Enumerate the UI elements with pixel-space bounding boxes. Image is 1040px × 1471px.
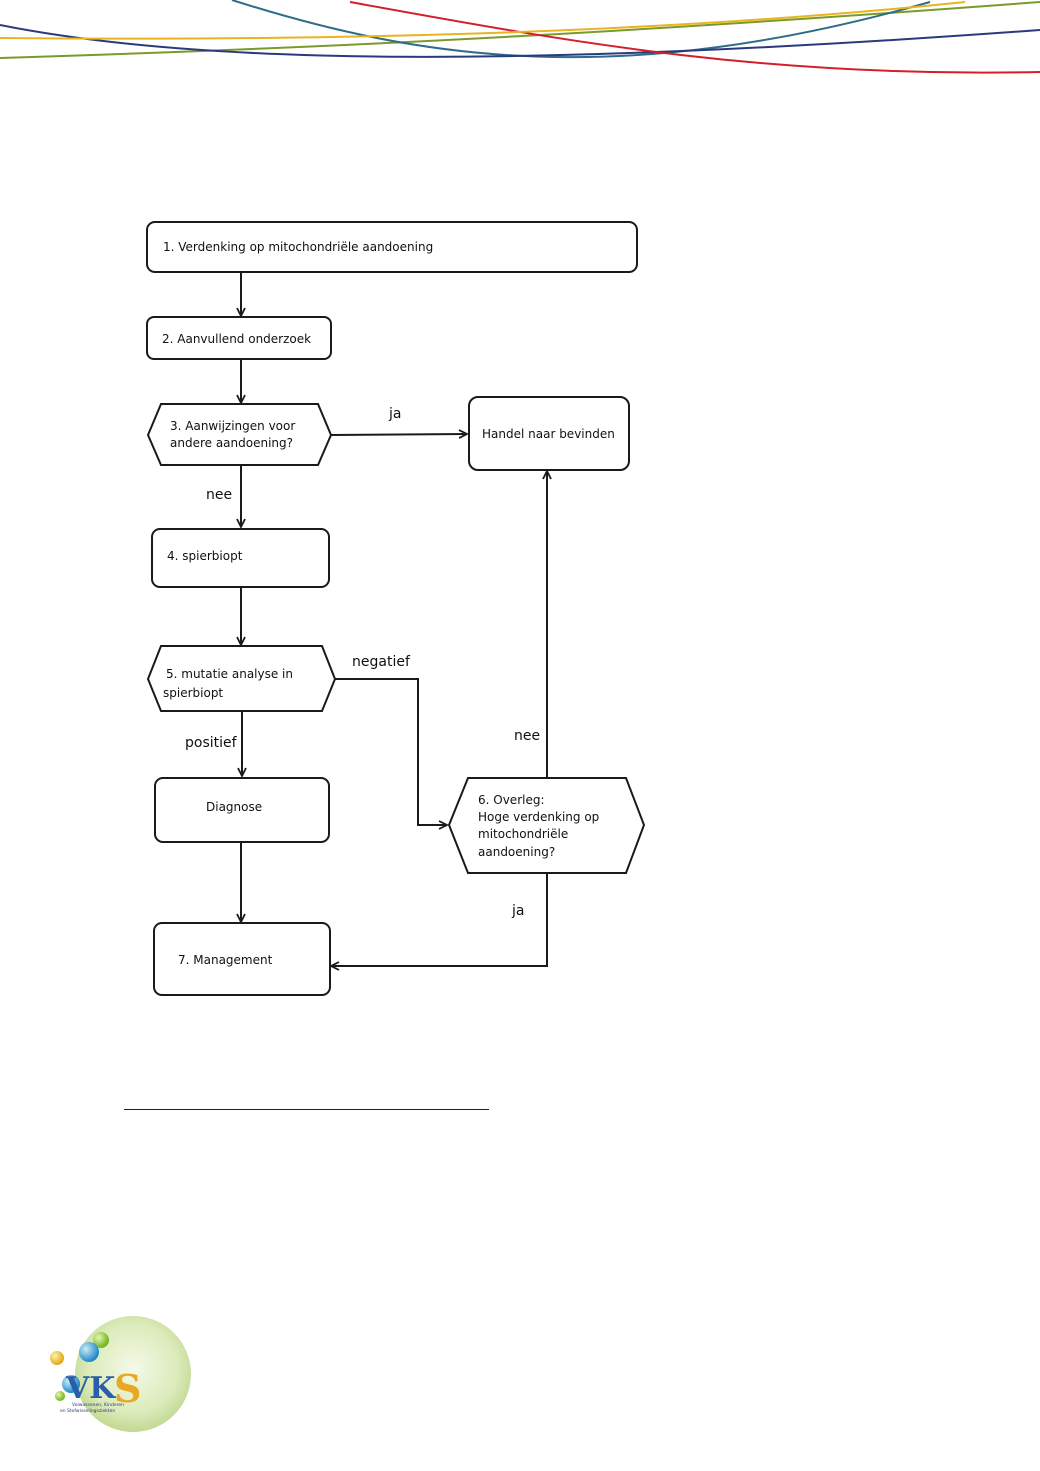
node-handel: Handel naar bevinden — [468, 396, 630, 471]
svg-text:VK: VK — [65, 1371, 116, 1406]
node-2-box — [146, 316, 332, 360]
node-3-label-line2: andere aandoening? — [170, 436, 293, 450]
header-decoration — [0, 0, 1040, 74]
node-5-label-line2: spierbiopt — [163, 686, 223, 700]
node-4-box — [151, 528, 330, 588]
node-4-label: 4. spierbiopt — [167, 549, 243, 563]
node-6: 6. Overleg: Hoge verdenking op mitochond… — [447, 777, 646, 874]
edge-n3-handel — [330, 434, 467, 435]
header-line-yellow — [0, 1, 966, 40]
svg-text:S: S — [114, 1366, 141, 1411]
footnote-separator — [124, 1109, 489, 1110]
edge-label-n5-negatief: negatief — [352, 654, 411, 670]
flowchart: 1. Verdenking op mitochondriële aandoeni… — [146, 221, 646, 996]
edge-label-n6-nee: nee — [514, 728, 540, 744]
node-handel-box — [468, 396, 630, 471]
node-7-box — [153, 922, 331, 996]
edge-n5-n6 — [335, 678, 447, 825]
node-3: 3. Aanwijzingen voor andere aandoening? — [146, 403, 333, 466]
header-line-navy — [0, 24, 1040, 58]
node-5-hexagon — [146, 645, 337, 712]
node-7-label: 7. Management — [178, 953, 273, 967]
vks-logo-mark: VK S Volwassenen, Kinderen en Stofwissel… — [50, 1316, 191, 1432]
node-3-label-line1: 3. Aanwijzingen voor — [170, 419, 295, 433]
node-diagnose: Diagnose — [154, 777, 330, 843]
node-1-box — [146, 221, 638, 273]
node-1: 1. Verdenking op mitochondriële aandoeni… — [146, 221, 638, 273]
node-6-label-line3: mitochondriële — [478, 827, 568, 841]
node-3-hexagon — [146, 403, 333, 466]
node-6-label-line1: 6. Overleg: — [478, 793, 545, 807]
svg-text:en Stofwisselingsziekten: en Stofwisselingsziekten — [60, 1408, 115, 1414]
node-2: 2. Aanvullend onderzoek — [146, 316, 332, 360]
node-5-label-line1: 5. mutatie analyse in — [166, 667, 293, 681]
node-diagnose-label: Diagnose — [206, 800, 262, 814]
edge-label-n3-nee: nee — [206, 487, 232, 503]
node-handel-label: Handel naar bevinden — [482, 427, 615, 441]
node-diagnose-box — [154, 777, 330, 843]
node-1-label: 1. Verdenking op mitochondriële aandoeni… — [163, 240, 433, 254]
node-4: 4. spierbiopt — [151, 528, 330, 588]
node-6-label-line4: aandoening? — [478, 845, 555, 859]
edge-label-n3-ja: ja — [388, 406, 401, 422]
edge-label-n6-ja: ja — [511, 903, 524, 919]
node-2-label: 2. Aanvullend onderzoek — [162, 332, 311, 346]
edge-label-n5-positief: positief — [185, 735, 238, 751]
svg-text:Volwassenen, Kinderen: Volwassenen, Kinderen — [72, 1402, 124, 1408]
node-5: 5. mutatie analyse in spierbiopt — [146, 645, 337, 712]
flowchart-edges — [241, 272, 547, 966]
node-6-hexagon — [447, 777, 646, 874]
header-line-red — [349, 1, 1040, 74]
edge-n6-n7 — [331, 873, 548, 966]
node-6-label-line2: Hoge verdenking op — [478, 810, 599, 824]
header-line-green — [0, 1, 1040, 59]
node-7: 7. Management — [153, 922, 331, 996]
